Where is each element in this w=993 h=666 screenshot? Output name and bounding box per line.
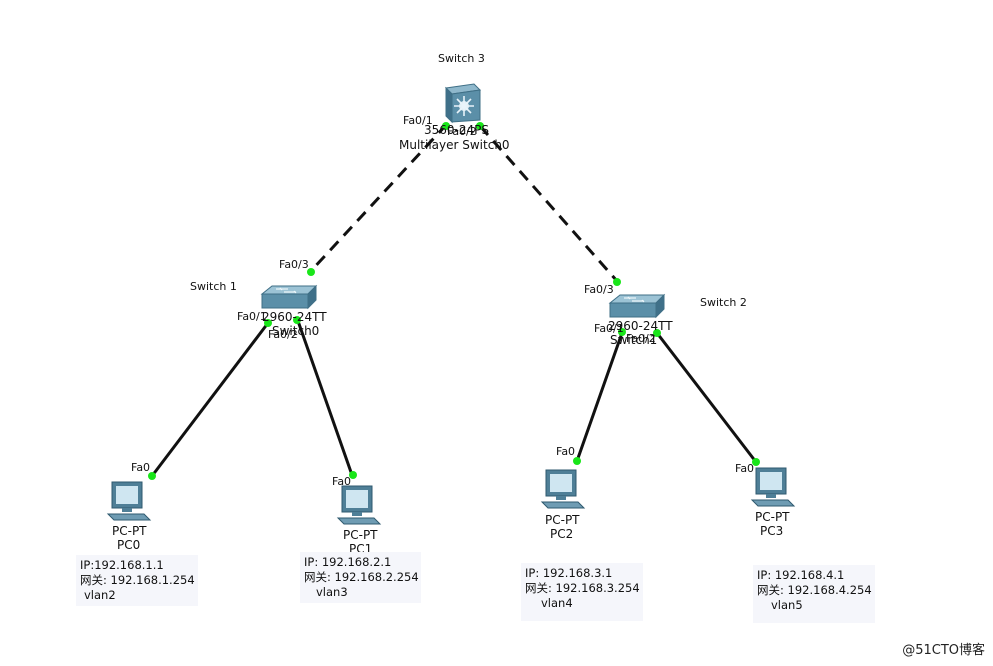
port-label: Fa0 bbox=[735, 462, 755, 475]
pc3-name-label: PC3 bbox=[760, 524, 784, 538]
port-label: Fa0/1 bbox=[237, 310, 267, 323]
pc2-type-label: PC-PT bbox=[545, 513, 580, 527]
port-dot bbox=[264, 319, 272, 327]
port-label: Fa0/3 bbox=[584, 283, 614, 296]
switch2-model-label: 2960-24TT bbox=[608, 319, 673, 333]
port-status-dots bbox=[148, 122, 760, 480]
link-s2-pc3[interactable] bbox=[655, 332, 758, 463]
pc1-ip-text: IP: 192.168.2.1 bbox=[304, 555, 392, 569]
port-dot bbox=[307, 268, 315, 276]
port-dot bbox=[148, 472, 156, 480]
pc-icon[interactable] bbox=[750, 466, 796, 510]
pc0-gateway-text: 网关: 192.168.1.254 bbox=[80, 573, 195, 587]
switch1-name-label: Switch0 bbox=[272, 324, 320, 338]
port-dot bbox=[476, 122, 484, 130]
pc0-ip-text: IP:192.168.1.1 bbox=[80, 558, 164, 572]
pc2-name-label: PC2 bbox=[550, 527, 574, 541]
pc0-name-label: PC0 bbox=[117, 538, 141, 552]
pc1-vlan-text: vlan3 bbox=[316, 585, 348, 599]
switch2-name-label: Switch1 bbox=[610, 333, 658, 347]
switch3-top-label: Switch 3 bbox=[438, 52, 485, 65]
pc1-gateway-text: 网关: 192.168.2.254 bbox=[304, 570, 419, 584]
port-label: Fa0/2 bbox=[268, 328, 298, 341]
port-dot bbox=[442, 122, 450, 130]
port-dot bbox=[653, 329, 661, 337]
port-dot bbox=[293, 316, 301, 324]
port-label: Fa0 bbox=[332, 475, 352, 488]
link-s2-pc2[interactable] bbox=[575, 332, 624, 462]
pc2-config-note: IP: 192.168.3.1 网关: 192.168.3.254 vlan4 bbox=[521, 563, 643, 621]
port-label: Fa0/1 bbox=[594, 322, 624, 335]
port-label: Fa0 bbox=[556, 445, 576, 458]
pc3-gateway-text: 网关: 192.168.4.254 bbox=[757, 583, 872, 597]
port-label: Fa0/1 bbox=[403, 114, 433, 127]
pc3-config-note: IP: 192.168.4.1 网关: 192.168.4.254 vlan5 bbox=[753, 565, 875, 623]
port-dot bbox=[613, 278, 621, 286]
pc-icon[interactable] bbox=[540, 468, 586, 512]
pc2-gateway-text: 网关: 192.168.3.254 bbox=[525, 581, 640, 595]
pc3-vlan-text: vlan5 bbox=[771, 598, 803, 612]
switch1-top-label: Switch 1 bbox=[190, 280, 237, 293]
port-dot bbox=[349, 471, 357, 479]
pc1-type-label: PC-PT bbox=[343, 528, 378, 542]
port-dot bbox=[573, 457, 581, 465]
watermark: @51CTO博客 bbox=[902, 643, 985, 658]
link-s3-s1[interactable] bbox=[308, 122, 449, 274]
link-s1-pc0[interactable] bbox=[150, 322, 270, 477]
link-s1-pc1[interactable] bbox=[296, 320, 354, 476]
pc2-vlan-text: vlan4 bbox=[541, 596, 573, 610]
switch1-model-label: 2960-24TT bbox=[262, 310, 327, 324]
pc2-ip-text: IP: 192.168.3.1 bbox=[525, 566, 613, 580]
pc3-ip-text: IP: 192.168.4.1 bbox=[757, 568, 845, 582]
switch-icon[interactable] bbox=[606, 293, 666, 319]
pc0-config-note: IP:192.168.1.1 网关: 192.168.1.254 vlan2 bbox=[76, 555, 198, 606]
switch-icon[interactable] bbox=[258, 284, 318, 310]
pc3-type-label: PC-PT bbox=[755, 510, 790, 524]
switch3-model-label: 3560-24PS bbox=[424, 123, 489, 137]
port-label: Fa0 bbox=[131, 461, 151, 474]
pc-icon[interactable] bbox=[106, 480, 152, 524]
port-label: Fa0/2 bbox=[626, 332, 656, 345]
switch2-top-label: Switch 2 bbox=[700, 296, 747, 309]
switch3-name-label: Multilayer Switch0 bbox=[399, 138, 510, 152]
port-label: Fa0/2 bbox=[447, 125, 477, 138]
pc0-vlan-text: vlan2 bbox=[84, 588, 116, 602]
port-label: Fa0/3 bbox=[279, 258, 309, 271]
pc1-config-note: IP: 192.168.2.1 网关: 192.168.2.254 vlan3 bbox=[300, 552, 421, 603]
link-s3-s2[interactable] bbox=[478, 125, 619, 282]
pc-icon[interactable] bbox=[336, 484, 382, 528]
multilayer-switch-icon[interactable] bbox=[440, 82, 486, 124]
port-dot bbox=[752, 458, 760, 466]
pc0-type-label: PC-PT bbox=[112, 524, 147, 538]
port-dot bbox=[618, 328, 626, 336]
